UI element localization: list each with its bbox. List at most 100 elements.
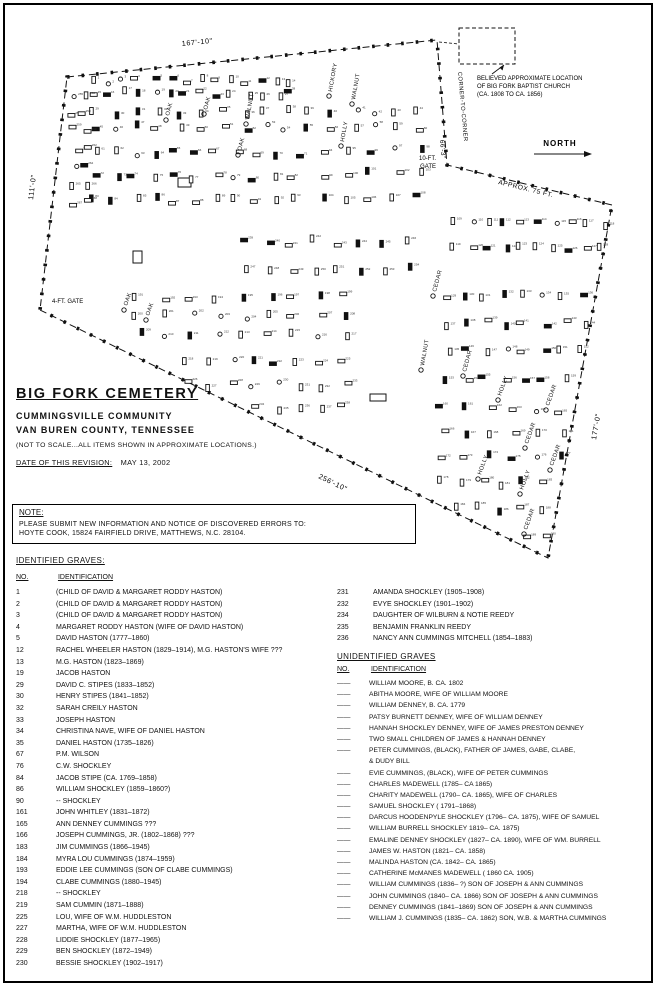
grave-marker	[196, 127, 205, 132]
grave-identification: EDDIE LEE CUMMINGS (SON OF CLABE CUMMING…	[56, 867, 233, 875]
grave-marker-number: 228	[238, 378, 243, 382]
grave-marker	[162, 309, 167, 318]
grave-marker	[240, 81, 249, 86]
grave-marker-number: 227	[212, 383, 217, 387]
grave-marker	[208, 148, 217, 154]
grave-marker	[497, 507, 502, 516]
grave-marker-number: 122	[512, 244, 517, 248]
grave-marker-number: 218	[188, 357, 193, 361]
grave-marker-number: 258	[86, 109, 91, 113]
grave-marker-number: 235	[284, 406, 289, 410]
tree-label: OAK	[203, 96, 212, 111]
grave-list-row: ——EMALINE DENNEY SHOCKLEY (1827– CA. 189…	[337, 837, 647, 848]
grave-marker-number: 88	[200, 198, 204, 202]
grave-marker	[283, 88, 292, 94]
grave-marker	[516, 504, 525, 510]
grave-list-row: ——MALINDA HASTON (CA. 1842– CA. 1865)	[337, 859, 647, 870]
grave-marker-number: 94	[329, 148, 333, 152]
grave-marker	[354, 123, 359, 132]
grave-identification: WILLIAM J. CUMMINGS (1835– CA. 1862) SON…	[369, 914, 607, 922]
tree-label: CEDAR	[462, 349, 474, 372]
grave-number: ——	[337, 680, 351, 687]
grave-marker	[130, 76, 139, 81]
grave-marker-number: 197	[294, 292, 299, 296]
grave-list-row: ——WILLIAM J. CUMMINGS (1835– CA. 1862) S…	[337, 915, 647, 926]
grave-marker-number: 149	[525, 347, 530, 351]
grave-marker	[122, 86, 127, 95]
grave-number: ——	[337, 803, 351, 811]
grave-marker-number: 102	[404, 168, 409, 172]
grave-marker	[247, 177, 256, 183]
grave-marker-number: 118	[610, 222, 615, 226]
grave-marker	[337, 358, 346, 364]
grave-marker	[554, 410, 563, 416]
unidentified-graves-heading: UNIDENTIFIED GRAVES	[337, 652, 436, 661]
tree-icon	[163, 117, 169, 123]
grave-marker	[80, 163, 89, 168]
grave-marker	[169, 89, 174, 98]
grave-number: 13	[16, 658, 24, 666]
grave-marker-number: 128	[603, 242, 608, 246]
col-no-label: NO.	[16, 574, 29, 581]
grave-marker-number: 242	[316, 234, 321, 238]
grave-identification: (CHILD OF DAVID & MARGARET RODDY HASTON)	[56, 612, 223, 620]
grave-marker-number: 90	[237, 193, 241, 197]
grave-marker-number: 99	[329, 173, 333, 177]
tree-icon	[430, 293, 436, 299]
grave-marker-number: 240	[275, 238, 280, 242]
grave-number: 184	[16, 855, 28, 863]
grave-marker-number: 246	[411, 236, 416, 240]
grave-marker-number: 82	[295, 173, 299, 177]
grave-marker-number: 45	[100, 124, 104, 128]
grave-marker	[286, 105, 291, 114]
grave-marker-number: 124	[539, 242, 544, 246]
grave-number: 236	[337, 635, 349, 643]
grave-marker-number: 39	[311, 106, 315, 110]
grave-marker-number: 171	[569, 429, 574, 433]
grave-marker	[508, 407, 517, 412]
grave-marker-number: 43	[397, 108, 401, 112]
grave-marker	[187, 331, 193, 340]
grave-marker-number: 52	[253, 126, 257, 130]
grave-marker-number: 151	[563, 345, 568, 349]
grave-list-row: ——PATSY BURNETT DENNEY, WIFE OF WILLIAM …	[337, 714, 647, 725]
grave-marker-number: 95	[352, 146, 356, 150]
grave-marker	[105, 81, 111, 87]
grave-identification: MALINDA HASTON (CA. 1842– CA. 1865)	[369, 859, 496, 866]
grave-marker-number: 108	[420, 191, 425, 195]
grave-marker-number: 148	[512, 345, 517, 349]
grave-marker	[117, 173, 122, 182]
gate-10ft-label-line1: 10-FT.	[419, 156, 436, 162]
grave-marker	[278, 92, 284, 101]
grave-marker-number: 78	[223, 170, 227, 174]
grave-marker-number: 29	[95, 106, 99, 110]
tree-icon	[143, 317, 149, 323]
grave-marker-number: 112	[506, 218, 511, 222]
grave-marker-number: 207	[327, 311, 332, 315]
grave-identification: DAUGHTER OF WILBURN & NOTIE REEDY	[373, 612, 515, 620]
grave-marker	[465, 378, 474, 383]
grave-marker	[471, 219, 477, 225]
grave-identification: & DUDY BILL	[369, 758, 410, 766]
grave-marker-number: 134	[546, 291, 551, 295]
grave-marker-number: 161	[468, 402, 473, 406]
grave-marker-number: 41	[362, 105, 366, 109]
grave-marker	[155, 192, 160, 201]
grave-marker	[503, 377, 512, 383]
grave-marker-number: 163	[517, 405, 522, 409]
grave-number: 4	[16, 623, 20, 631]
grave-marker	[568, 219, 577, 224]
grave-marker-number: 21	[186, 89, 190, 93]
grave-marker-number: 150	[551, 346, 556, 350]
grave-number: 33	[16, 716, 24, 724]
grave-list-row: ——CATHERINE McMANES MADEWELL ( 1860 CA. …	[337, 870, 647, 881]
grave-marker	[462, 292, 468, 301]
grave-marker	[245, 110, 250, 119]
tree-icon	[517, 491, 523, 497]
